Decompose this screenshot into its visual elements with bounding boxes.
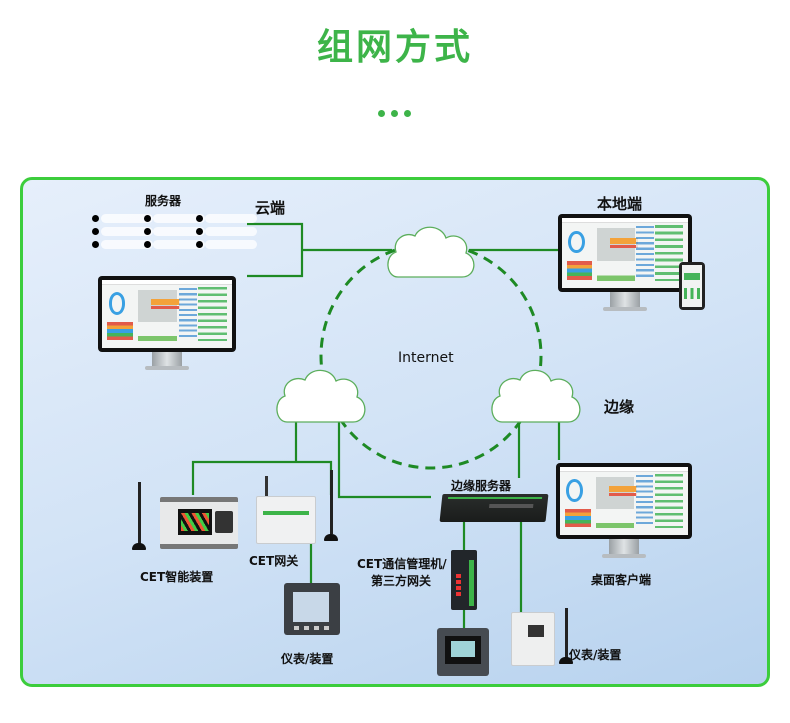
cet-smart-device-icon xyxy=(160,497,238,549)
zone-label-cloud: 云端 xyxy=(255,199,286,217)
panel-meter-bottom-icon xyxy=(437,628,489,676)
antenna-icon xyxy=(138,482,141,544)
antenna-base-icon xyxy=(132,543,146,550)
cloud-left-icon xyxy=(276,369,366,423)
local-monitor-icon xyxy=(558,214,692,314)
edge-server-icon xyxy=(439,494,549,522)
zone-label-local: 本地端 xyxy=(597,195,643,213)
comm-manager-label-line1: CET通信管理机/ xyxy=(357,557,447,571)
title-decoration-dots xyxy=(378,110,411,117)
antenna-icon xyxy=(565,608,568,658)
cloud-top-icon xyxy=(387,226,475,278)
page-title: 组网方式 xyxy=(316,27,473,68)
comm-manager-icon xyxy=(451,550,477,610)
local-phone-icon xyxy=(679,262,705,310)
edge-server-label: 边缘服务器 xyxy=(451,479,512,493)
comm-manager-label-line2: 第三方网关 xyxy=(371,574,432,588)
zone-label-internet: Internet xyxy=(398,350,454,366)
cet-smart-device-label: CET智能装置 xyxy=(140,570,214,584)
antenna-icon xyxy=(330,470,333,534)
line-left-cloud-edge xyxy=(337,420,431,499)
cloud-right-icon xyxy=(491,369,581,423)
cloud-monitor-icon xyxy=(98,276,236,372)
antenna-base-icon xyxy=(559,657,573,664)
gateway-antenna-icon xyxy=(265,476,268,496)
internet-ring xyxy=(319,242,543,470)
zone-label-edge: 边缘 xyxy=(604,398,635,416)
cet-gateway-icon xyxy=(256,496,316,544)
antenna-base-icon xyxy=(324,534,338,541)
meter-right-label: 仪表/装置 xyxy=(569,648,622,662)
meter-left-label: 仪表/装置 xyxy=(281,652,334,666)
panel-meter-left-icon xyxy=(284,583,340,635)
desktop-client-label: 桌面客户端 xyxy=(591,573,652,587)
servers-label: 服务器 xyxy=(145,194,182,208)
line-left-cloud-devices xyxy=(191,420,333,495)
cet-gateway-label: CET网关 xyxy=(249,554,299,568)
desktop-client-icon xyxy=(556,463,692,561)
din-meter-right-icon xyxy=(511,612,555,666)
